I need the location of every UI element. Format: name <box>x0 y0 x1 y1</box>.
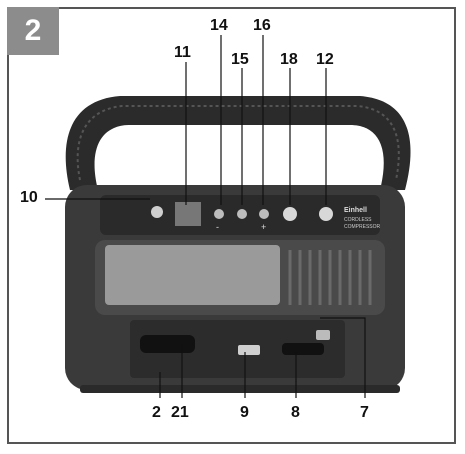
callout-8: 8 <box>291 404 300 421</box>
minus-sign: - <box>216 222 219 232</box>
callout-11: 11 <box>174 44 191 61</box>
brand-logo: Einhell <box>344 207 367 214</box>
fan-button-icon <box>151 206 163 218</box>
label-plate <box>105 245 280 305</box>
light-button-icon <box>283 207 297 221</box>
display-window <box>175 202 201 226</box>
leader-lines <box>45 35 366 398</box>
callout-21: 21 <box>171 404 189 421</box>
minus-button <box>214 209 224 219</box>
plus-button <box>259 209 269 219</box>
accessory-tray <box>130 320 345 378</box>
needle-adapter <box>316 330 330 340</box>
base-foot <box>80 385 400 393</box>
handle-ribs <box>76 105 400 181</box>
callout-12: 12 <box>316 51 334 68</box>
product-name-line1: CORDLESS <box>344 217 372 223</box>
callout-9: 9 <box>240 404 249 421</box>
callout-7: 7 <box>360 404 369 421</box>
cone-adapter <box>282 343 324 355</box>
callout-10: 10 <box>20 189 38 206</box>
valve-adapter <box>238 345 260 355</box>
product-name-line2: COMPRESSOR <box>344 224 381 230</box>
power-button-icon <box>319 207 333 221</box>
vent-slots <box>288 250 372 305</box>
carry-handle <box>65 96 411 190</box>
figure-number-badge: 2 <box>7 7 59 55</box>
callout-18: 18 <box>280 51 298 68</box>
mode-button <box>237 209 247 219</box>
callout-14: 14 <box>210 17 228 34</box>
callout-16: 16 <box>253 17 271 34</box>
plus-sign: + <box>261 222 266 232</box>
callout-15: 15 <box>231 51 249 68</box>
hose-connector <box>140 335 195 353</box>
callout-2: 2 <box>152 404 161 421</box>
